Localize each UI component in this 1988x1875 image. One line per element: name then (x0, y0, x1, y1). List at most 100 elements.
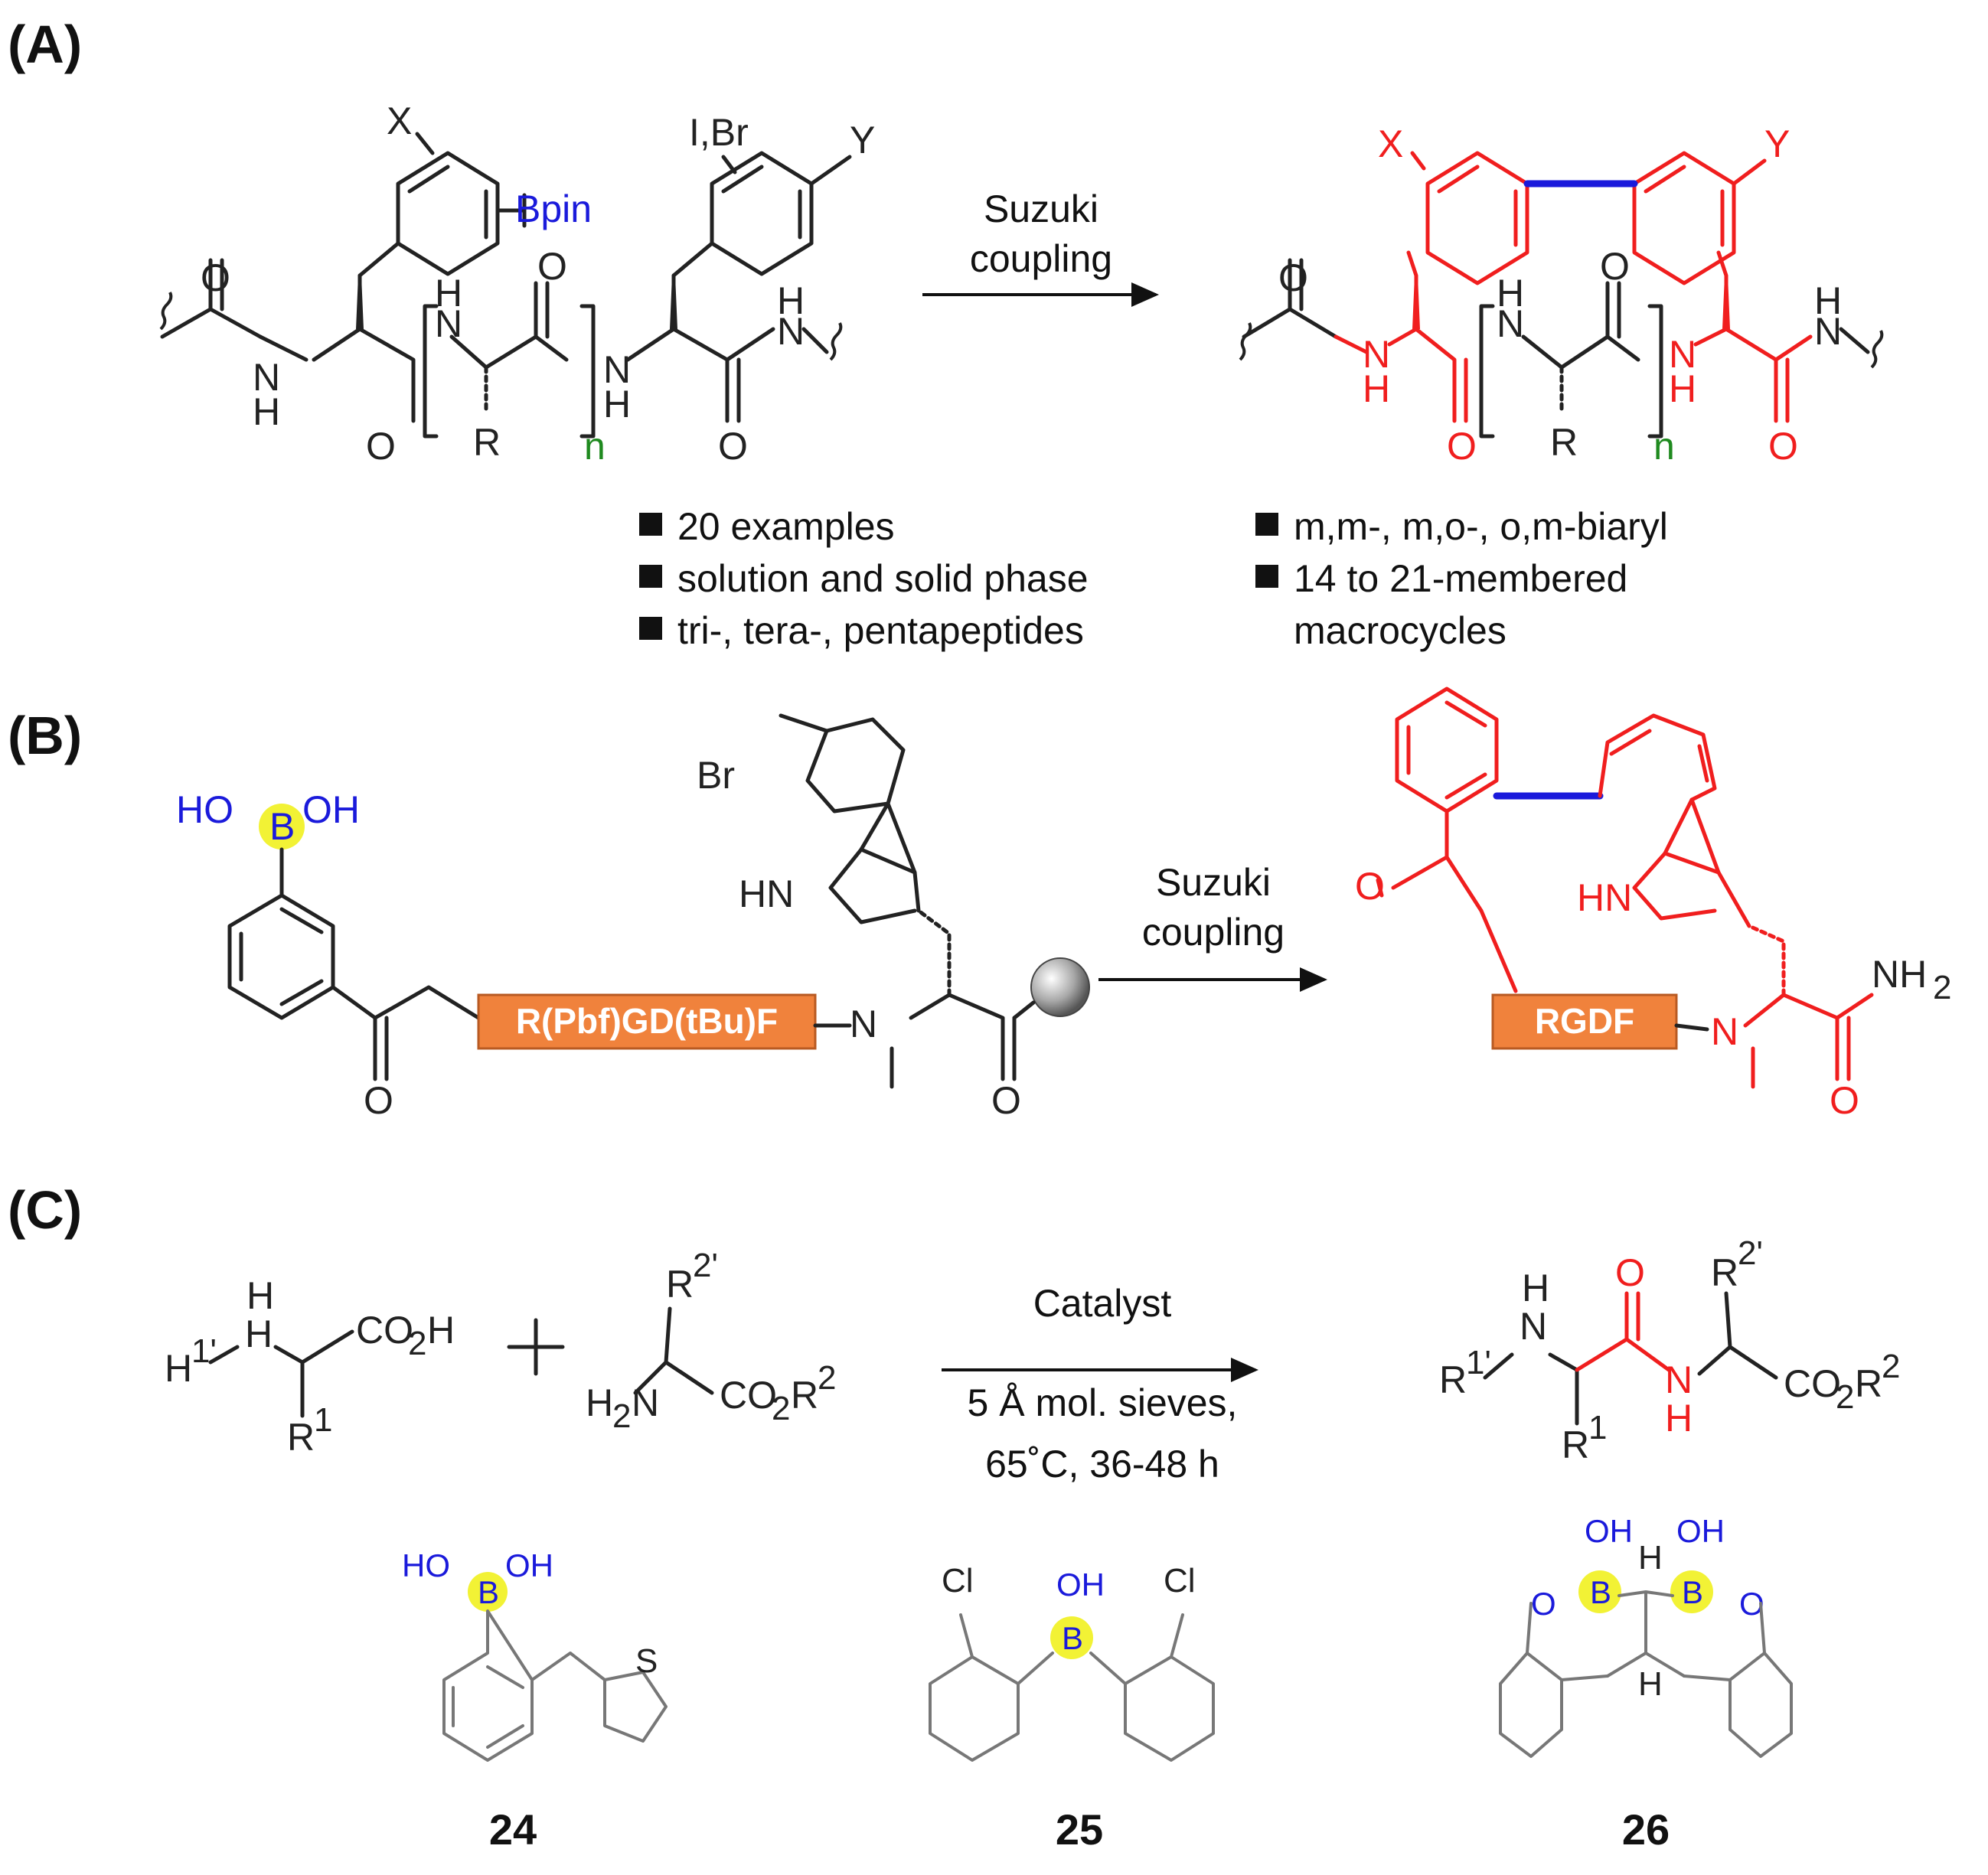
peptide-box-right (1491, 993, 1678, 1050)
compound-label-25: 25 (1056, 1805, 1103, 1854)
svg-text:2: 2 (408, 1325, 426, 1362)
svg-text:H: H (246, 1274, 274, 1317)
svg-text:N: N (1669, 333, 1696, 376)
svg-text:N: N (1711, 1010, 1738, 1053)
svg-text:O: O (718, 425, 748, 468)
svg-text:R: R (1439, 1358, 1467, 1401)
svg-text:O: O (537, 245, 567, 288)
svg-text:O: O (1531, 1586, 1556, 1622)
svg-text:O: O (1615, 1251, 1645, 1294)
svg-text:2: 2 (1882, 1348, 1900, 1385)
catalyst-label: Catalyst (1033, 1282, 1172, 1325)
svg-text:N: N (1665, 1358, 1693, 1401)
svg-text:N: N (777, 310, 805, 353)
conditions-line-2: 65˚C, 36-48 h (985, 1443, 1219, 1485)
bullet-a-left-2: solution and solid phase (677, 557, 1089, 600)
svg-text:NH: NH (1872, 953, 1927, 996)
svg-text:H: H (1497, 272, 1524, 315)
svg-text:H: H (603, 383, 631, 426)
panel-b-macrocycle: RGDF O HN N O NH 2 (1355, 686, 1951, 1122)
svg-text:H: H (245, 1312, 273, 1355)
svg-text:HO: HO (402, 1547, 450, 1583)
svg-text:Y: Y (1764, 122, 1790, 165)
svg-text:n: n (1653, 425, 1675, 468)
svg-text:H: H (1665, 1397, 1693, 1440)
svg-text:2: 2 (772, 1390, 790, 1427)
svg-text:HN: HN (739, 872, 794, 915)
svg-text:N: N (632, 1381, 659, 1424)
svg-text:H: H (777, 279, 805, 322)
svg-text:OH: OH (1676, 1513, 1725, 1549)
svg-text:R: R (666, 1263, 694, 1306)
svg-text:H: H (1638, 1665, 1663, 1703)
compound-label-24: 24 (489, 1805, 537, 1854)
boron-highlight (259, 804, 305, 849)
peptide-label-left: R(Pbf)GD(tBu)F (516, 1001, 778, 1041)
svg-text:R: R (1562, 1423, 1589, 1466)
resin-bead (1030, 957, 1090, 1017)
plus-sign (507, 1318, 565, 1376)
svg-text:CO: CO (356, 1309, 413, 1352)
panel-c-reactants: H 1' H H CO 2 H R 1 R 2' H 2 N CO 2 R 2 (165, 1247, 836, 1459)
svg-text:B: B (1682, 1574, 1703, 1610)
svg-text:R: R (287, 1416, 315, 1459)
repeat-n: n (584, 425, 606, 468)
svg-text:O: O (366, 425, 396, 468)
svg-text:R: R (1855, 1362, 1882, 1405)
panel-b-linear-precursor: B HO OH R(Pbf)GD(tBu)F Br HN O N O (176, 713, 1090, 1122)
catalyst-25: B OH Cl Cl 25 (929, 1562, 1215, 1854)
svg-text:O: O (1355, 865, 1385, 908)
svg-text:O: O (364, 1079, 393, 1122)
atom-o: O (201, 256, 230, 299)
bullet-a-right-3: macrocycles (1294, 609, 1507, 652)
bullet-a-left-3: tri-, tera-, pentapeptides (677, 609, 1084, 652)
svg-text:H: H (1522, 1267, 1549, 1309)
panel-label-b: (B) (8, 706, 82, 765)
svg-text:H: H (1814, 279, 1842, 322)
arrow-a-label-2: coupling (970, 237, 1112, 280)
svg-text:OH: OH (1056, 1567, 1105, 1603)
svg-text:O: O (991, 1079, 1021, 1122)
peptide-box-left (477, 993, 817, 1050)
panel-label-c: (C) (8, 1180, 82, 1240)
wavy-bond-left (159, 292, 173, 331)
halogen-label: I,Br (689, 111, 749, 154)
svg-text:H: H (1638, 1539, 1663, 1577)
svg-text:2: 2 (1836, 1378, 1854, 1416)
svg-text:1': 1' (191, 1332, 217, 1370)
svg-text:2': 2' (1738, 1234, 1763, 1272)
svg-text:Br: Br (697, 754, 735, 797)
svg-text:N: N (435, 302, 462, 345)
conditions-line-1: 5 Å mol. sieves, (968, 1381, 1238, 1424)
svg-text:CO: CO (1784, 1362, 1841, 1405)
svg-text:S: S (635, 1642, 658, 1680)
svg-text:H: H (586, 1381, 613, 1424)
svg-text:N: N (1363, 333, 1390, 376)
svg-text:B: B (1062, 1620, 1083, 1656)
svg-text:2': 2' (693, 1247, 718, 1284)
svg-text:R: R (473, 421, 501, 464)
svg-text:O: O (1600, 245, 1630, 288)
svg-text:H: H (253, 390, 280, 433)
svg-text:1: 1 (314, 1401, 332, 1439)
panel-a-starting-peptide: O N H O N H R O n N H O N H X Bpin I,Br … (159, 99, 875, 468)
svg-text:R: R (1711, 1251, 1738, 1294)
atom-n: N (253, 356, 280, 399)
panel-a-macrocycle: O N H O N H R O n N H O N H X Y (1239, 122, 1884, 468)
panel-a-bullets-left: 20 examples solution and solid phase tri… (639, 505, 1089, 652)
arrow-a-label-1: Suzuki (984, 188, 1098, 230)
svg-text:H: H (435, 272, 462, 315)
svg-text:O: O (1830, 1079, 1859, 1122)
compound-label-26: 26 (1622, 1805, 1670, 1854)
svg-text:HO: HO (176, 788, 233, 831)
svg-text:N: N (1814, 310, 1842, 353)
bullet-a-right-2: 14 to 21-membered (1294, 557, 1627, 600)
svg-text:Cl: Cl (1164, 1562, 1196, 1599)
svg-text:R: R (791, 1374, 818, 1417)
svg-text:H: H (165, 1347, 192, 1390)
panel-a-bullets-right: m,m-, m,o-, o,m-biaryl 14 to 21-membered… (1255, 505, 1668, 652)
svg-text:OH: OH (302, 788, 360, 831)
panel-c-dipeptide-product: R 1' N H O N H R 2' CO 2 R 2 R 1 (1439, 1234, 1900, 1466)
svg-text:2: 2 (612, 1397, 631, 1435)
svg-text:H: H (427, 1309, 455, 1352)
